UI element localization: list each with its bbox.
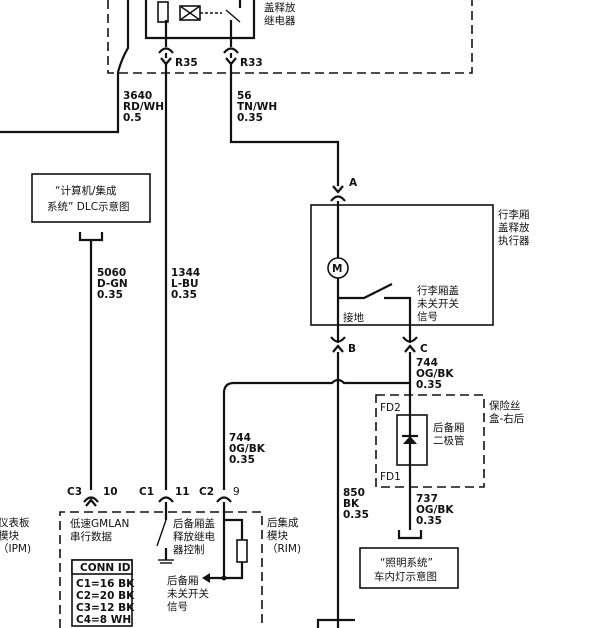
pin-fd2: FD2 — [380, 402, 401, 414]
fuse-title-1: 保险丝 — [489, 399, 521, 412]
w744a-gauge: 0.35 — [416, 379, 442, 391]
w1344-color: L-BU — [171, 278, 199, 290]
switch-label-3: 信号 — [417, 311, 438, 323]
w56-num: 56 — [237, 90, 252, 102]
conn-id-row-2: C2=20 BK — [76, 590, 135, 602]
rim-line-1: 后集成 — [267, 516, 299, 529]
switch-sig-1: 后备厢 — [167, 574, 199, 587]
w744b-color: 0G/BK — [229, 443, 266, 455]
ipm-line-1: 仪表板 — [0, 516, 30, 529]
diode-label-1: 后备厢 — [433, 421, 465, 434]
dlc-line-2: 系统” DLC示意图 — [47, 200, 130, 213]
motor-m: M — [332, 263, 342, 275]
pin-c1: C1 — [139, 486, 154, 498]
lighting-line-1: “照明系统” — [380, 556, 433, 569]
ground-label: 接地 — [343, 311, 364, 324]
w56-gauge: 0.35 — [237, 112, 263, 124]
pin-r35: R35 — [175, 57, 198, 69]
pin-r33: R33 — [240, 57, 263, 69]
w5060-num: 5060 — [97, 267, 126, 279]
fuse-box — [375, 394, 485, 488]
w744a-num: 744 — [416, 357, 438, 369]
ipm-rim-module — [59, 511, 263, 628]
conn-id-row-1: C1=16 BK — [76, 578, 135, 590]
lighting-connector — [397, 530, 423, 540]
diode-symbol — [403, 436, 417, 444]
conn-id-title: CONN ID — [80, 562, 131, 574]
top-module-border — [107, 0, 473, 74]
rim-line-3: （RIM) — [267, 543, 301, 555]
pin-c3: C3 — [67, 486, 82, 498]
switch-sig-3: 信号 — [167, 601, 188, 613]
w3640-gauge: 0.5 — [123, 112, 142, 124]
ipm-line-2: 模块 — [0, 530, 19, 542]
switch-label-2: 未关开关 — [417, 297, 459, 310]
switch-sig-2: 未关开关 — [167, 587, 209, 600]
dlc-box — [31, 173, 151, 223]
pin-c2: C2 — [199, 486, 214, 498]
fuse-title-2: 盒-右后 — [489, 412, 524, 425]
pin-fd1: FD1 — [380, 471, 401, 483]
w850-color: BK — [343, 498, 360, 510]
w3640-num: 3640 — [123, 90, 152, 102]
w1344-gauge: 0.35 — [171, 289, 197, 301]
w5060-color: D-GN — [97, 278, 128, 290]
lighting-line-2: 车内灯示意图 — [374, 570, 437, 583]
pin-11: 11 — [175, 486, 190, 498]
actuator-title-2: 盖释放 — [498, 221, 530, 234]
w744b-num: 744 — [229, 432, 251, 444]
w56-color: TN/WH — [237, 101, 277, 113]
gmlan-line-1: 低速GMLAN — [70, 517, 129, 530]
relay-label-2: 继电器 — [264, 14, 296, 27]
wire-744-bus — [222, 378, 410, 490]
w3640-color: RD/WH — [123, 101, 164, 113]
switch-label-1: 行李厢盖 — [417, 284, 459, 297]
w850-gauge: 0.35 — [343, 509, 369, 521]
actuator-title-1: 行李厢 — [498, 208, 530, 221]
relay-ctrl-1: 后备厢盖 — [173, 517, 215, 530]
dlc-line-1: “计算机/集成 — [55, 184, 117, 197]
actuator-switch — [338, 283, 393, 300]
relay-ctrl-2: 释放继电 — [173, 530, 215, 543]
w737-num: 737 — [416, 493, 438, 505]
w737-color: OG/BK — [416, 504, 454, 516]
wire-56 — [229, 64, 340, 186]
diode-label-2: 二极管 — [433, 434, 465, 447]
relay-ctrl-3: 器控制 — [173, 543, 205, 556]
w737-gauge: 0.35 — [416, 515, 442, 527]
ipm-line-3: （IPM) — [0, 543, 31, 555]
wire-3640 — [0, 0, 130, 134]
w5060-gauge: 0.35 — [97, 289, 123, 301]
diode-box — [396, 414, 428, 466]
gmlan-line-2: 串行数据 — [70, 530, 112, 543]
rim-line-2: 模块 — [267, 530, 288, 542]
lighting-box — [359, 547, 459, 589]
pin-a: A — [349, 177, 358, 189]
conn-id-row-4: C4=8 WH — [76, 614, 131, 626]
dlc-connector — [78, 232, 104, 242]
actuator-title-3: 执行器 — [498, 234, 530, 247]
relay-box — [144, 0, 256, 40]
pin-9: 9 — [233, 486, 240, 498]
w744a-color: OG/BK — [416, 368, 454, 380]
w744b-gauge: 0.35 — [229, 454, 255, 466]
resistor — [236, 539, 248, 563]
conn-id-row-3: C3=12 BK — [76, 602, 135, 614]
relay-label-1: 盖释放 — [264, 1, 296, 14]
w1344-num: 1344 — [171, 267, 200, 279]
w850-num: 850 — [343, 487, 365, 499]
pin-b: B — [348, 343, 356, 355]
pin-10: 10 — [103, 486, 118, 498]
ground-block — [316, 618, 355, 628]
pin-c: C — [420, 343, 428, 355]
relay-coil — [157, 1, 169, 23]
